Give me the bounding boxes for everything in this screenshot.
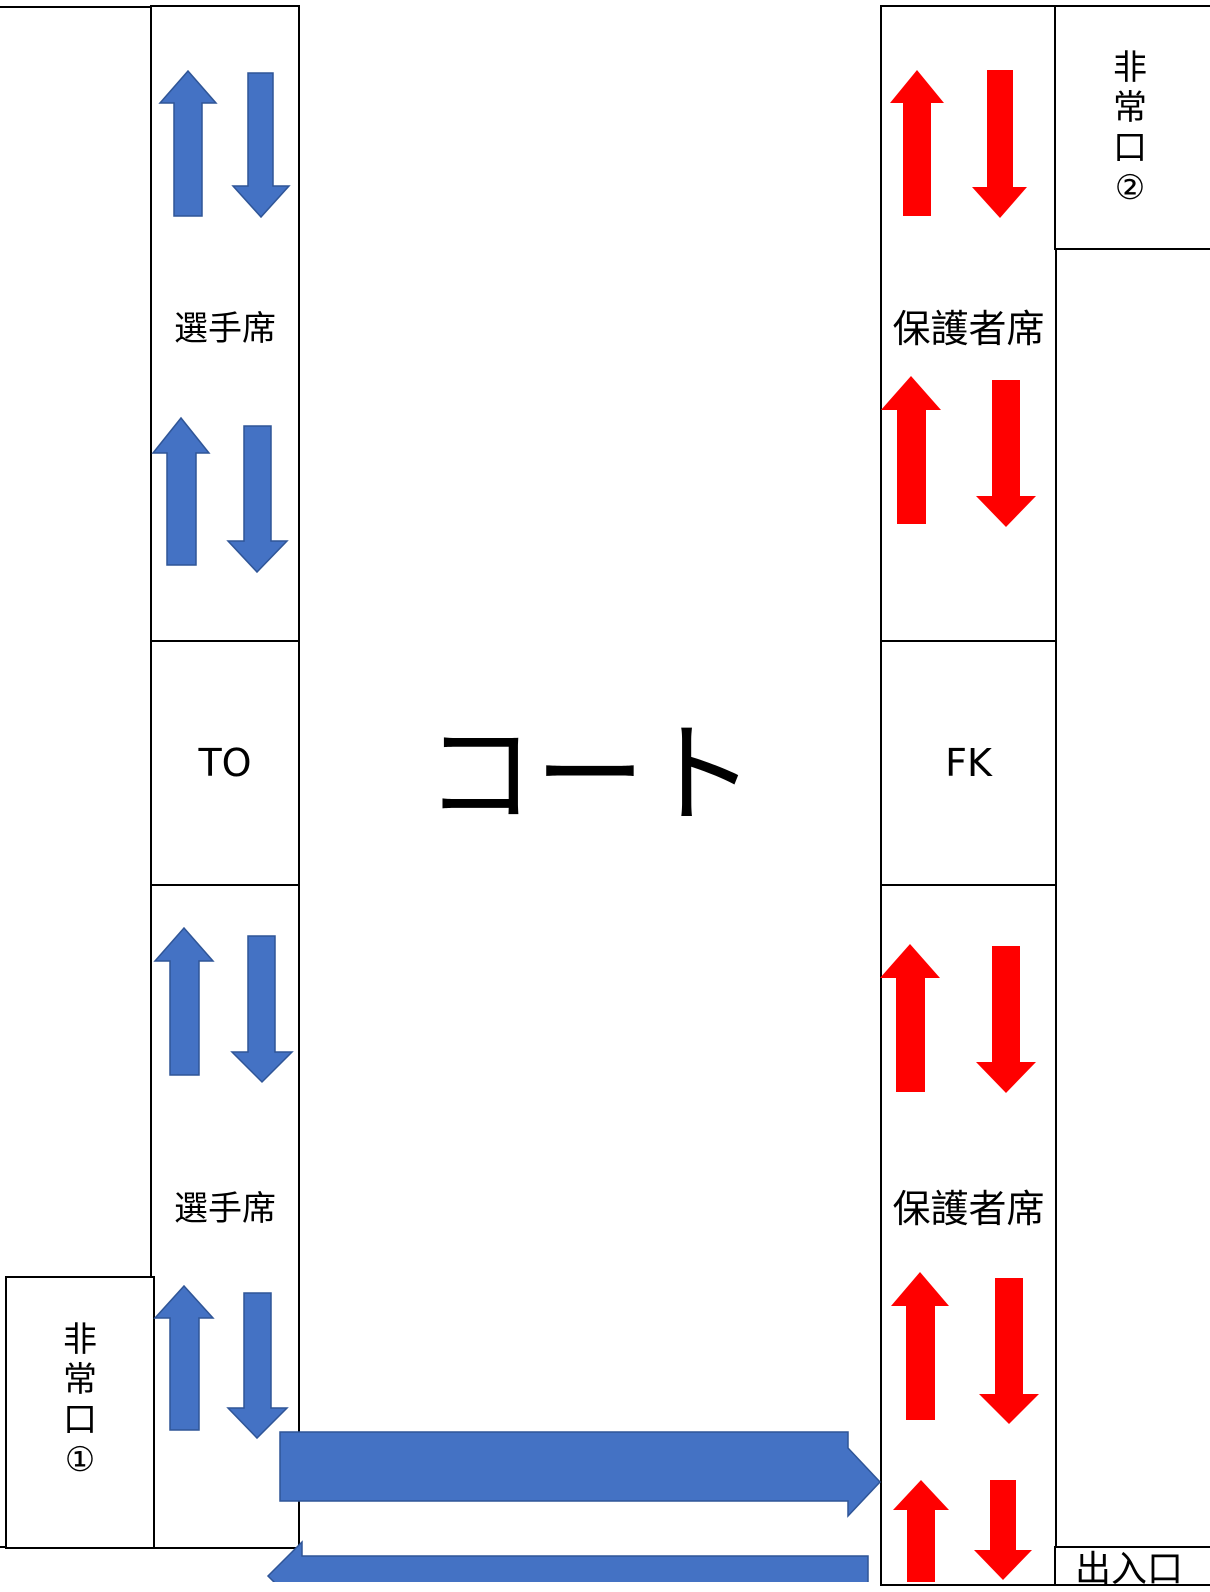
- table-officials-area: [150, 640, 300, 887]
- guardian-up-arrow: [890, 70, 944, 216]
- emergency-exit-2-label: 非 常 口 ②: [1113, 48, 1147, 208]
- player-down-arrow: [226, 425, 289, 574]
- table-officials-label: TO: [198, 740, 252, 785]
- emergency-exit-1: [5, 1276, 155, 1549]
- player-up-arrow: [153, 926, 215, 1076]
- emergency-exit-1-label: 非 常 口 ①: [63, 1320, 97, 1480]
- guardian-up-arrow: [893, 1480, 949, 1582]
- player-up-arrow: [151, 416, 211, 566]
- court: [298, 5, 882, 1550]
- player-up-arrow: [153, 1284, 215, 1431]
- guardian-seats-bottom-label: 保護者席: [892, 1187, 1045, 1231]
- player-flow-arrows: [151, 69, 882, 1582]
- player-seats-bottom-label: 選手席: [174, 1188, 276, 1229]
- guardian-down-arrow: [976, 946, 1036, 1093]
- guardian-down-arrow: [974, 1480, 1032, 1580]
- player-seats-top-label: 選手席: [174, 308, 276, 349]
- player-down-arrow: [230, 935, 294, 1084]
- player-down-arrow: [226, 1292, 289, 1440]
- guardian-down-arrow: [972, 70, 1027, 218]
- player-right-arrow: [279, 1431, 882, 1518]
- guardian-down-arrow: [979, 1278, 1039, 1424]
- guardian-seats-top-label: 保護者席: [892, 307, 1045, 351]
- player-up-arrow: [158, 69, 218, 217]
- player-left-arrow: [266, 1540, 869, 1582]
- player-down-arrow: [231, 72, 291, 219]
- guardian-up-arrow: [891, 1272, 949, 1420]
- guardian-down-arrow: [976, 380, 1036, 527]
- free-kick-area: [880, 640, 1057, 887]
- guardian-up-arrow: [881, 376, 941, 524]
- free-kick-label: FK: [945, 740, 992, 785]
- court-label: コート: [425, 711, 755, 839]
- guardian-flow-arrows: [880, 70, 1039, 1582]
- emergency-exit-2: [1054, 5, 1210, 250]
- guardian-up-arrow: [880, 944, 940, 1092]
